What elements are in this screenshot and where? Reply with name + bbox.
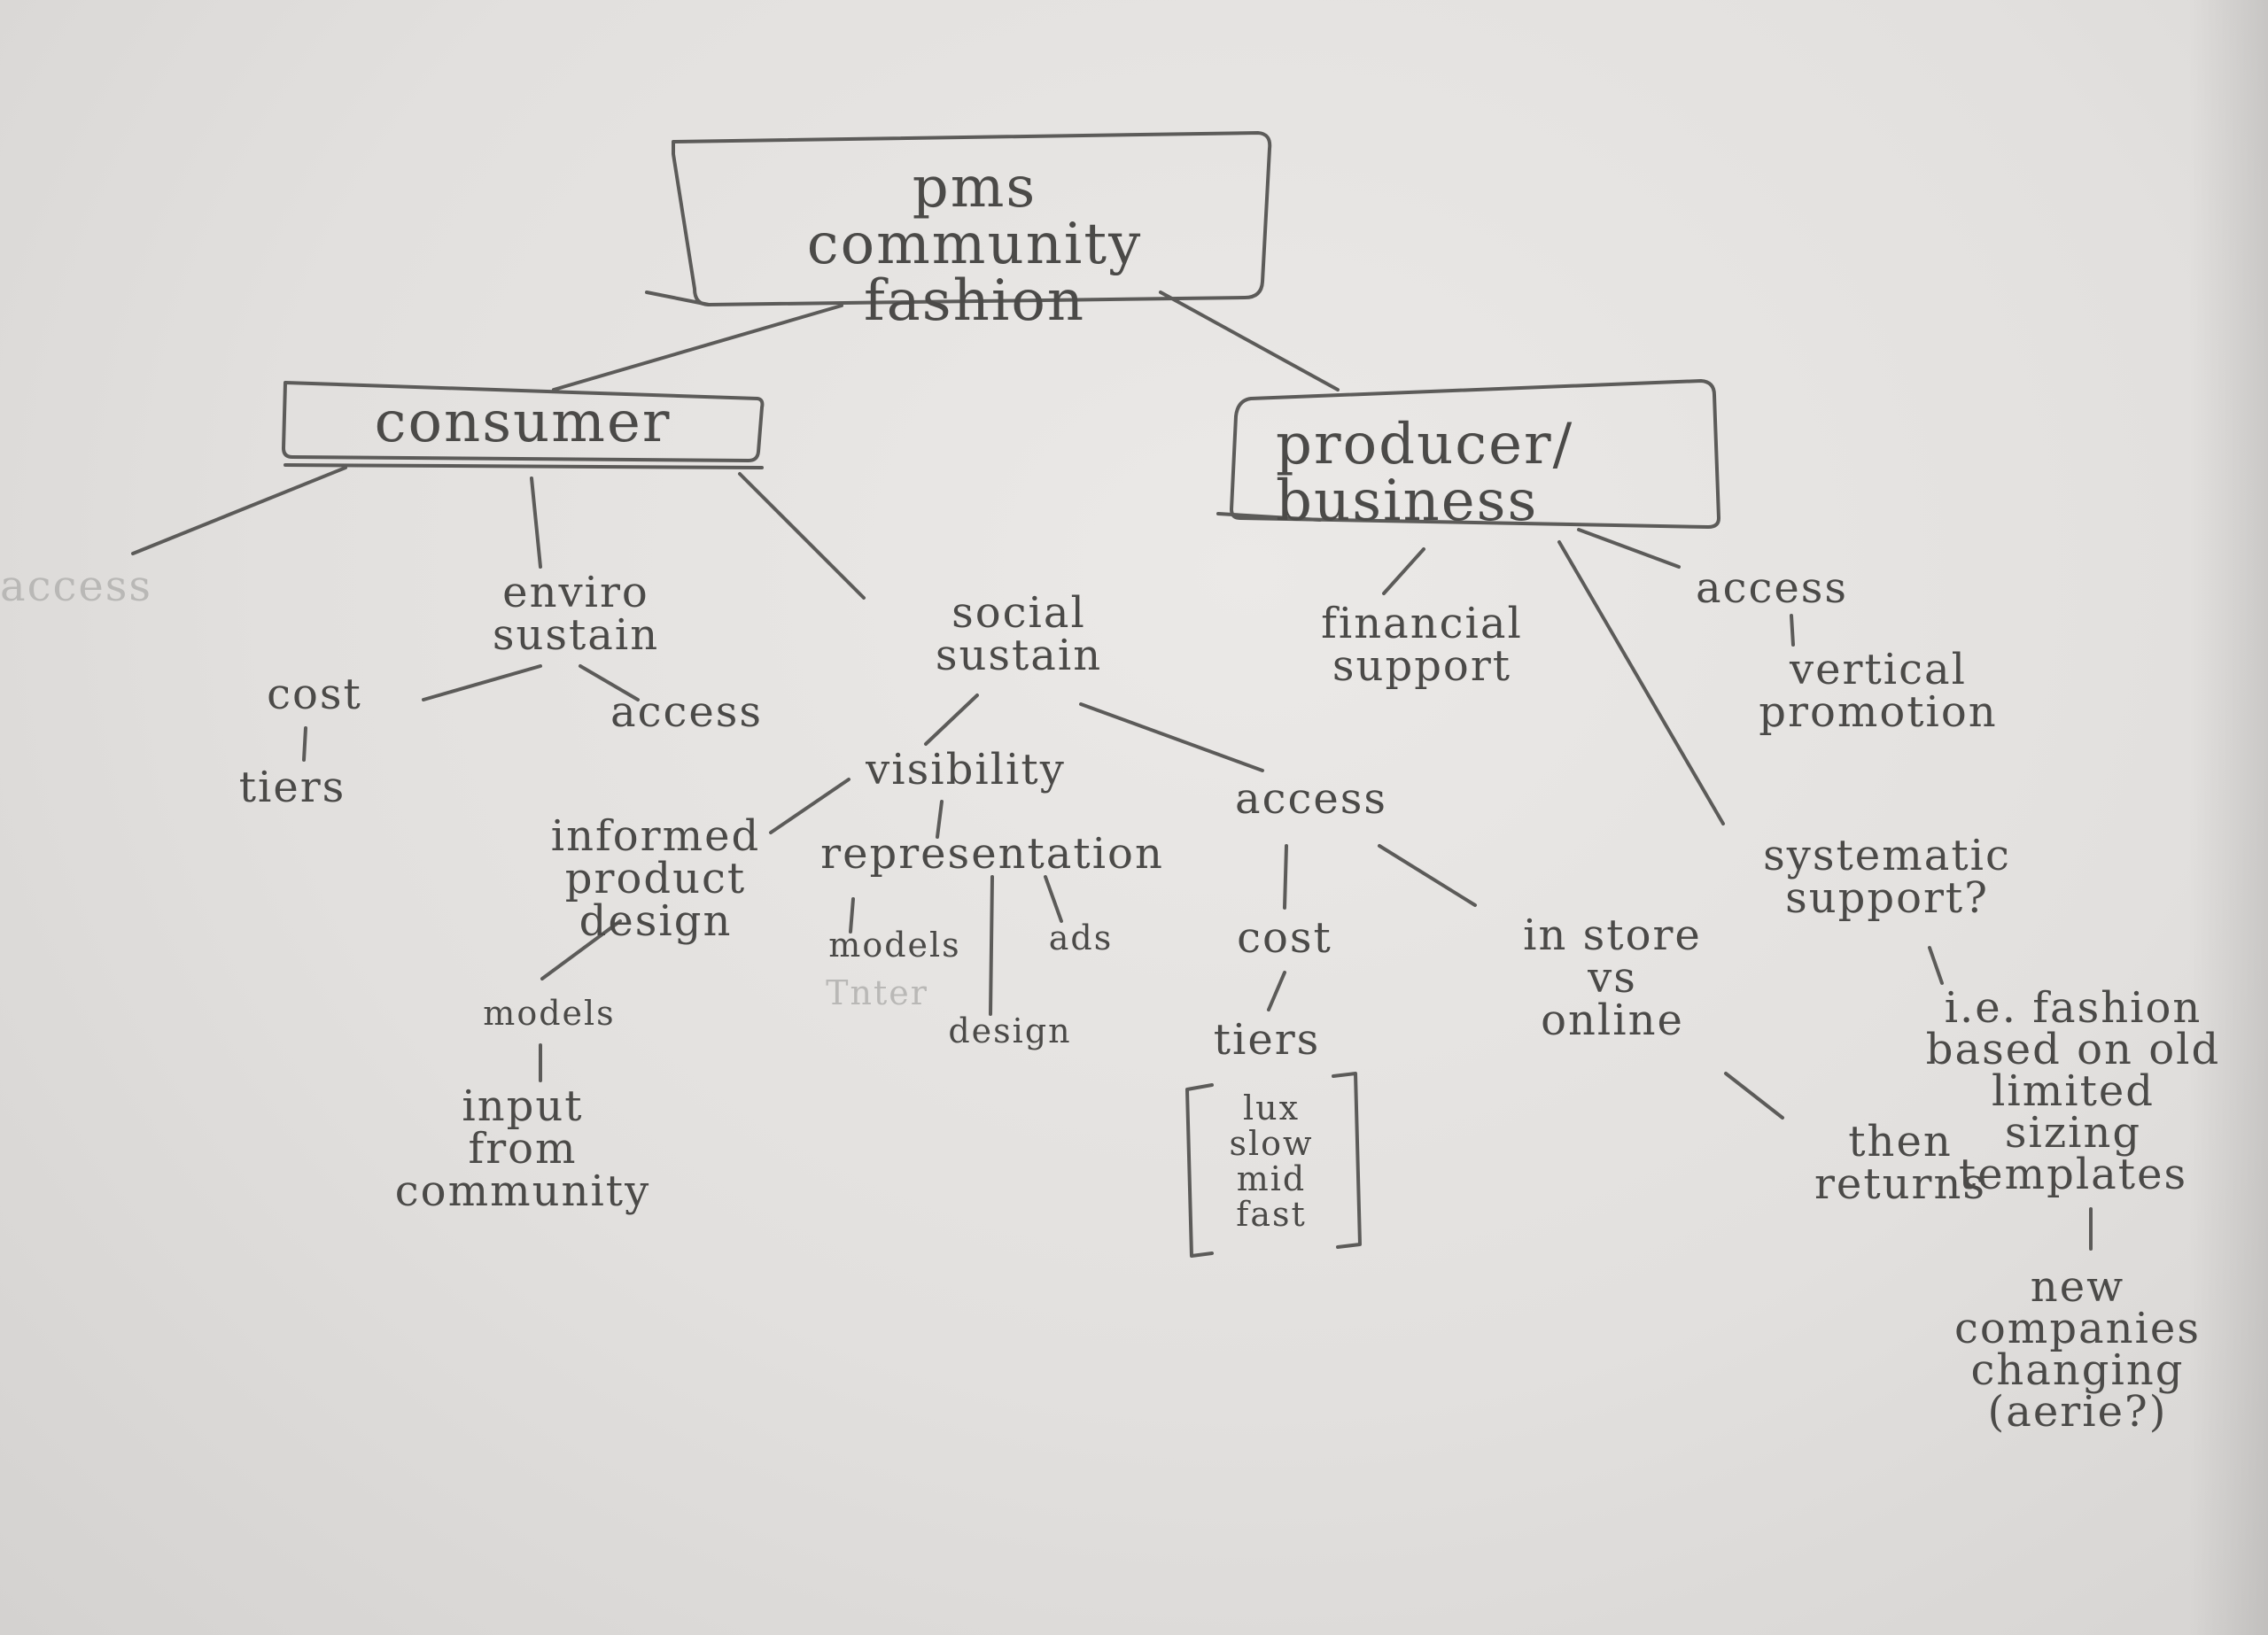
edge-cost-tiers [302, 726, 307, 762]
access-tiers-label: tiers [1213, 1015, 1321, 1065]
enviro-access-label: access [610, 687, 764, 737]
consumer-box [282, 381, 765, 462]
rep-design-label: design [948, 1011, 1072, 1050]
edge-root-consumer [552, 304, 843, 391]
edge-access-vertical [1790, 614, 1795, 647]
edge-producer-access [1577, 528, 1681, 569]
edge-root-producer [1159, 291, 1340, 391]
financial-support-label: financial support [1321, 599, 1523, 691]
access-cost-label: cost [1237, 913, 1332, 963]
producer-box [1230, 379, 1720, 529]
edge-enviro-access [579, 664, 640, 701]
consumer-underline [284, 463, 764, 469]
social-access-label: access [1234, 774, 1388, 824]
visibility-label: visibility [866, 745, 1066, 794]
root-underline [645, 291, 711, 306]
edge-consumer-enviro [530, 477, 542, 569]
consumer-access-faint-label: access [0, 562, 153, 611]
producer-underline [1216, 512, 1322, 522]
edge-producer-financial [1382, 547, 1425, 595]
edge-visibility-representation [936, 800, 944, 839]
edge-rep-divider [989, 875, 994, 1016]
ie-fashion-note-label: i.e. fashion based on old limited sizing… [1925, 983, 2221, 1200]
edge-instore-returns [1724, 1072, 1784, 1120]
edge-consumer-access [131, 466, 347, 555]
rep-models-label: models [828, 926, 961, 965]
edge-visibility-informed [769, 778, 850, 834]
rep-faint-label: Tnter [826, 973, 928, 1012]
rep-ads-label: ads [1048, 918, 1114, 957]
tiers-box-label: lux slow mid fast [1229, 1089, 1314, 1234]
new-companies-label: new companies changing (aerie?) [1954, 1262, 2201, 1437]
edge-enviro-cost [422, 664, 542, 701]
edge-social-access [1079, 702, 1264, 772]
systematic-support-label: systematic support? [1763, 831, 2011, 923]
social-sustain-label: social sustain [935, 588, 1103, 680]
input-from-community-label: input from community [394, 1081, 651, 1216]
tiers-bracket-left [1185, 1083, 1214, 1258]
edge-rep-models [849, 897, 855, 934]
edge-access-cost [1283, 844, 1288, 910]
root-node-label: pms community fashion [806, 155, 1143, 334]
root-box [672, 131, 1272, 306]
edge-producer-systematic [1557, 540, 1725, 825]
enviro-sustain-label: enviro sustain [492, 568, 660, 660]
producer-access-label: access [1695, 563, 1849, 613]
instore-vs-online-label: in store vs online [1523, 910, 1702, 1045]
edge-informed-models [540, 919, 622, 980]
producer-node-label: producer/ business [1276, 412, 1574, 534]
enviro-tiers-label: tiers [238, 763, 346, 812]
edge-rep-ads [1044, 875, 1063, 923]
edge-cost-tiers2 [1267, 971, 1286, 1011]
then-returns-label: then returns [1814, 1117, 1987, 1209]
vertical-promotion-label: vertical promotion [1759, 645, 1998, 737]
informed-product-design-label: informed product design [550, 811, 761, 946]
edge-consumer-social [738, 472, 866, 600]
paper-edge-shadow [2188, 0, 2268, 1635]
edge-social-visibility [924, 694, 979, 746]
enviro-cost-label: cost [267, 670, 362, 719]
informed-models-label: models [483, 994, 616, 1033]
consumer-node-label: consumer [374, 390, 672, 455]
edge-systematic-ie [1928, 946, 1944, 985]
tiers-bracket-right [1332, 1072, 1362, 1249]
edge-access-instore [1378, 844, 1477, 907]
representation-label: representation [820, 829, 1164, 879]
